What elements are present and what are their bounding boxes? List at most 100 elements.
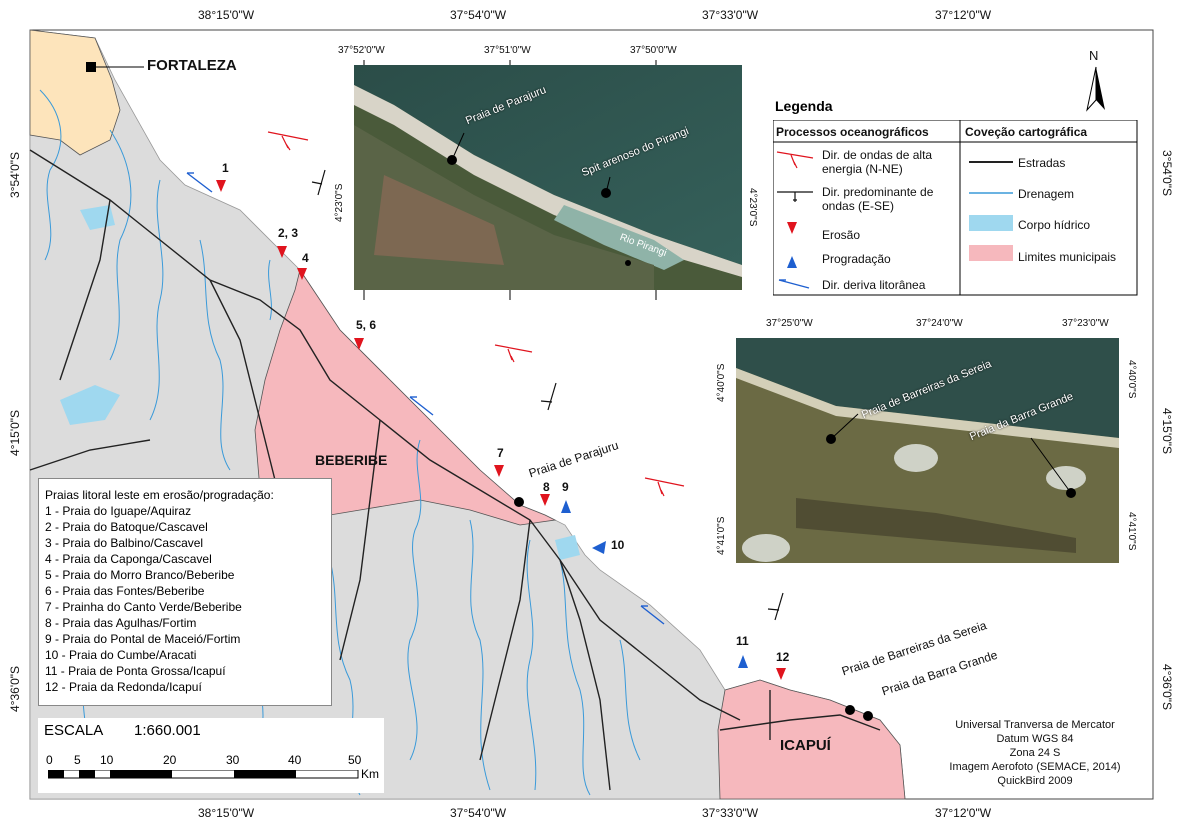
scale-tick-40: 40 <box>288 753 302 767</box>
beach-list-item: 5 - Praia do Morro Branco/Beberibe <box>45 568 235 582</box>
progradation-marker-10 <box>592 541 606 554</box>
legend-item-municipal: Limites municipais <box>1018 250 1117 264</box>
beach-list-item: 9 - Praia do Pontal de Maceió/Fortim <box>45 632 241 646</box>
fortaleza-area <box>29 29 121 156</box>
littoral-drift <box>186 172 665 625</box>
inset-right-coord-left-1: 4°40'0"S <box>716 363 727 402</box>
inset-top-coord-3: 37°50'0"W <box>630 45 677 56</box>
inset-top-ticks <box>363 60 657 300</box>
scale-tick-5: 5 <box>74 753 81 767</box>
beach-number-11: 11 <box>736 634 749 648</box>
scale-tick-30: 30 <box>226 753 240 767</box>
inset-right-coord-left-2: 4°41'0"S <box>716 516 727 555</box>
water-body-1 <box>60 385 120 425</box>
water-body-3 <box>555 535 580 560</box>
legend-item-high-energy: Dir. de ondas de alta energia (N-NE) <box>822 148 933 176</box>
legend-col2-header: Coveção cartográfica <box>965 125 1088 139</box>
beberibe-area <box>254 269 557 526</box>
scale-tick-0: 0 <box>46 753 53 767</box>
progradation-marker-11 <box>738 655 748 668</box>
scale-tick-10: 10 <box>100 753 114 767</box>
beach-list-panel: Praias litoral leste em erosão/progradaç… <box>38 478 332 706</box>
inset-right-coord-1: 37°25'0"W <box>766 318 813 329</box>
icapui-area <box>717 679 906 800</box>
credit-imagery: Imagem Aerofoto (SEMACE, 2014) <box>949 761 1121 773</box>
point-barra-grande <box>863 711 873 721</box>
beach-list-item: 1 - Praia do Iguape/Aquiraz <box>45 504 192 518</box>
inset-right-coord-right-1: 4°40'0"S <box>1126 360 1137 399</box>
inset-right-coord-2: 37°24'0"W <box>916 318 963 329</box>
inset-top-coord-2: 37°51'0"W <box>484 45 531 56</box>
coord-top-2: 37°54'0"W <box>450 8 507 22</box>
beach-list-item: 11 - Praia de Ponta Grossa/Icapuí <box>45 664 226 678</box>
erosion-marker-5-6 <box>354 338 364 350</box>
inset-top-coord-1: 37°52'0"W <box>338 45 385 56</box>
erosion-marker-2-3 <box>277 246 287 258</box>
beach-list-item: 2 - Praia do Batoque/Cascavel <box>45 520 208 534</box>
scale-panel: ESCALA 1:660.001 0 5 10 20 30 40 50 Km <box>38 718 384 793</box>
credit-datum: Datum WGS 84 <box>996 733 1074 745</box>
north-label: N <box>1089 48 1099 63</box>
credit-projection: Universal Tranversa de Mercator <box>955 719 1115 731</box>
place-icapui: ICAPUÍ <box>780 737 831 754</box>
progradation-marker-9 <box>561 500 571 513</box>
legend-grid <box>773 120 1138 296</box>
legend-col1-header: Processos oceanográficos <box>776 125 929 139</box>
beach-list-item: 3 - Praia do Balbino/Cascavel <box>45 536 204 550</box>
legend-item-progradation: Progradação <box>822 252 891 266</box>
coord-top-4: 37°12'0"W <box>935 8 992 22</box>
coord-bottom-3: 37°33'0"W <box>702 806 759 820</box>
coord-bottom-2: 37°54'0"W <box>450 806 507 820</box>
inset-top-points <box>447 132 631 266</box>
credit-zone: Zona 24 S <box>1009 747 1061 759</box>
beach-number-9: 9 <box>562 480 569 494</box>
credits-panel: Universal Tranversa de Mercator Datum WG… <box>920 718 1150 788</box>
beach-list-item: 7 - Prainha do Canto Verde/Beberibe <box>45 600 242 614</box>
legend-item-drift: Dir. deriva litorânea <box>822 278 926 292</box>
beach-list-item: 6 - Praia das Fontes/Beberibe <box>45 584 205 598</box>
scale-unit: Km <box>361 767 379 781</box>
legend-item-erosion: Erosão <box>822 228 861 242</box>
north-arrow-icon <box>1086 66 1105 112</box>
place-beberibe: BEBERIBE <box>315 452 388 468</box>
coord-top-3: 37°33'0"W <box>702 8 759 22</box>
beach-number-1: 1 <box>222 161 229 175</box>
beach-list-item: 10 - Praia do Cumbe/Aracati <box>45 648 197 662</box>
coord-top-1: 38°15'0"W <box>198 8 255 22</box>
erosion-marker-1 <box>216 180 226 192</box>
beach-number-12: 12 <box>776 650 790 664</box>
scale-tick-50: 50 <box>348 753 362 767</box>
legend-item-water: Corpo hídrico <box>1018 218 1091 232</box>
place-fortaleza: FORTALEZA <box>147 57 237 74</box>
coord-bottom-1: 38°15'0"W <box>198 806 255 820</box>
scale-bar <box>48 770 359 779</box>
beach-list-item: 8 - Praia das Agulhas/Fortim <box>45 616 197 630</box>
beach-list-title: Praias litoral leste em erosão/progradaç… <box>45 488 274 502</box>
beach-list-item: 12 - Praia da Redonda/Icapuí <box>45 680 202 694</box>
scale-label: ESCALA <box>44 722 104 739</box>
inset-right-image <box>736 338 1119 563</box>
erosion-marker-7 <box>494 465 504 477</box>
credit-quickbird: QuickBird 2009 <box>997 775 1073 787</box>
beach-number-4: 4 <box>302 251 309 265</box>
inset-right-coord-right-2: 4°41'0"S <box>1126 512 1137 551</box>
legend-item-predominant: Dir. predominante de ondas (E-SE) <box>822 185 934 213</box>
coord-bottom-4: 37°12'0"W <box>935 806 992 820</box>
inset-top-coord-right: 4°23'0"S <box>747 188 758 227</box>
scale-ratio: 1:660.001 <box>134 722 201 739</box>
beach-number-2-3: 2, 3 <box>278 226 299 240</box>
legend-item-roads: Estradas <box>1018 156 1066 170</box>
legend-item-drainage: Drenagem <box>1018 187 1075 201</box>
inset-right-coord-3: 37°23'0"W <box>1062 318 1109 329</box>
beach-number-10: 10 <box>611 538 625 552</box>
beach-number-7: 7 <box>497 446 504 460</box>
legend-title: Legenda <box>775 98 833 114</box>
inset-top-coord-left: 4°23'0"S <box>334 183 345 222</box>
high-energy-waves <box>267 131 685 497</box>
road-network <box>29 149 881 791</box>
beach-number-8: 8 <box>543 480 550 494</box>
point-barreiras <box>845 705 855 715</box>
inset-top-image <box>354 65 742 290</box>
beach-list-item: 4 - Praia da Caponga/Cascavel <box>45 552 212 566</box>
